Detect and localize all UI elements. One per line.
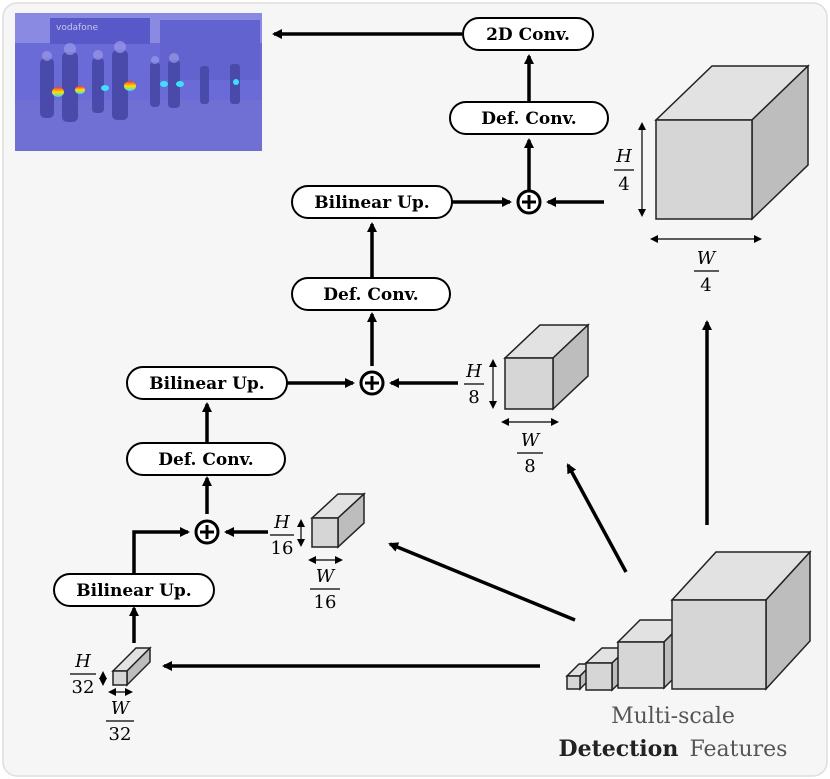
sum-node-low (194, 519, 220, 545)
feature-cube-16 (310, 492, 366, 549)
node-bilinear-low-label: Bilinear Up. (76, 581, 191, 601)
svg-text:H: H (273, 512, 290, 533)
caption-bold-word: Detection (559, 736, 679, 762)
svg-text:8: 8 (524, 456, 535, 477)
feature-cube-8 (503, 323, 590, 411)
svg-text:W: W (697, 248, 717, 269)
node-bilinear-top: Bilinear Up. (291, 185, 453, 219)
arrow-multiscale-to-16 (388, 542, 576, 622)
node-defconv-low: Def. Conv. (126, 442, 286, 476)
flow-arrows (129, 29, 712, 671)
svg-text:W: W (521, 430, 541, 451)
caption-line2: Detection Features (559, 736, 788, 762)
node-2d-conv-label: 2D Conv. (486, 25, 570, 45)
node-bilinear-top-label: Bilinear Up. (314, 193, 429, 213)
svg-text:W: W (111, 698, 131, 719)
heatmap-photo: vodafone (15, 13, 262, 151)
label-w-over-16: W 16 (310, 566, 340, 613)
label-h-over-32: H 32 (70, 651, 96, 698)
label-w-over-32: W 32 (106, 698, 134, 745)
node-bilinear-mid: Bilinear Up. (126, 366, 288, 400)
node-defconv-mid-label: Def. Conv. (323, 285, 418, 305)
node-defconv-top-label: Def. Conv. (481, 109, 576, 129)
photo-sign-text: vodafone (56, 23, 98, 33)
node-2d-conv: 2D Conv. (462, 17, 594, 51)
svg-text:H: H (74, 651, 91, 672)
arrow-multiscale-to-8 (566, 463, 628, 573)
dimension-arrows (99, 122, 762, 696)
svg-text:4: 4 (618, 174, 629, 195)
svg-text:16: 16 (314, 592, 337, 613)
arrow-bilinear-low-to-sum (132, 527, 190, 574)
label-h-over-16: H 16 (270, 512, 294, 559)
node-defconv-mid: Def. Conv. (291, 277, 451, 311)
svg-text:32: 32 (109, 724, 132, 745)
svg-text:W: W (316, 566, 336, 587)
caption-rest: Features (689, 737, 787, 762)
sum-node-mid (359, 370, 385, 396)
node-bilinear-low: Bilinear Up. (53, 573, 215, 607)
label-h-over-4: H 4 (614, 146, 634, 195)
feature-cube-32 (111, 646, 152, 687)
svg-text:H: H (465, 361, 482, 382)
caption-line1: Multi-scale (611, 704, 735, 729)
svg-text:4: 4 (700, 275, 711, 296)
svg-text:8: 8 (468, 387, 479, 408)
multiscale-feature-stack (565, 550, 812, 692)
svg-text:32: 32 (72, 677, 95, 698)
label-h-over-8: H 8 (464, 361, 484, 408)
feature-cube-4 (654, 64, 810, 221)
node-defconv-low-label: Def. Conv. (158, 450, 253, 470)
svg-text:H: H (615, 146, 632, 167)
node-defconv-top: Def. Conv. (449, 101, 609, 135)
heat-spots (52, 79, 239, 97)
sum-node-top (516, 189, 542, 215)
svg-text:16: 16 (271, 538, 294, 559)
label-w-over-8: W 8 (517, 430, 543, 477)
pedestrian-silhouettes (40, 50, 240, 122)
label-w-over-4: W 4 (694, 248, 719, 296)
node-bilinear-mid-label: Bilinear Up. (149, 374, 264, 394)
